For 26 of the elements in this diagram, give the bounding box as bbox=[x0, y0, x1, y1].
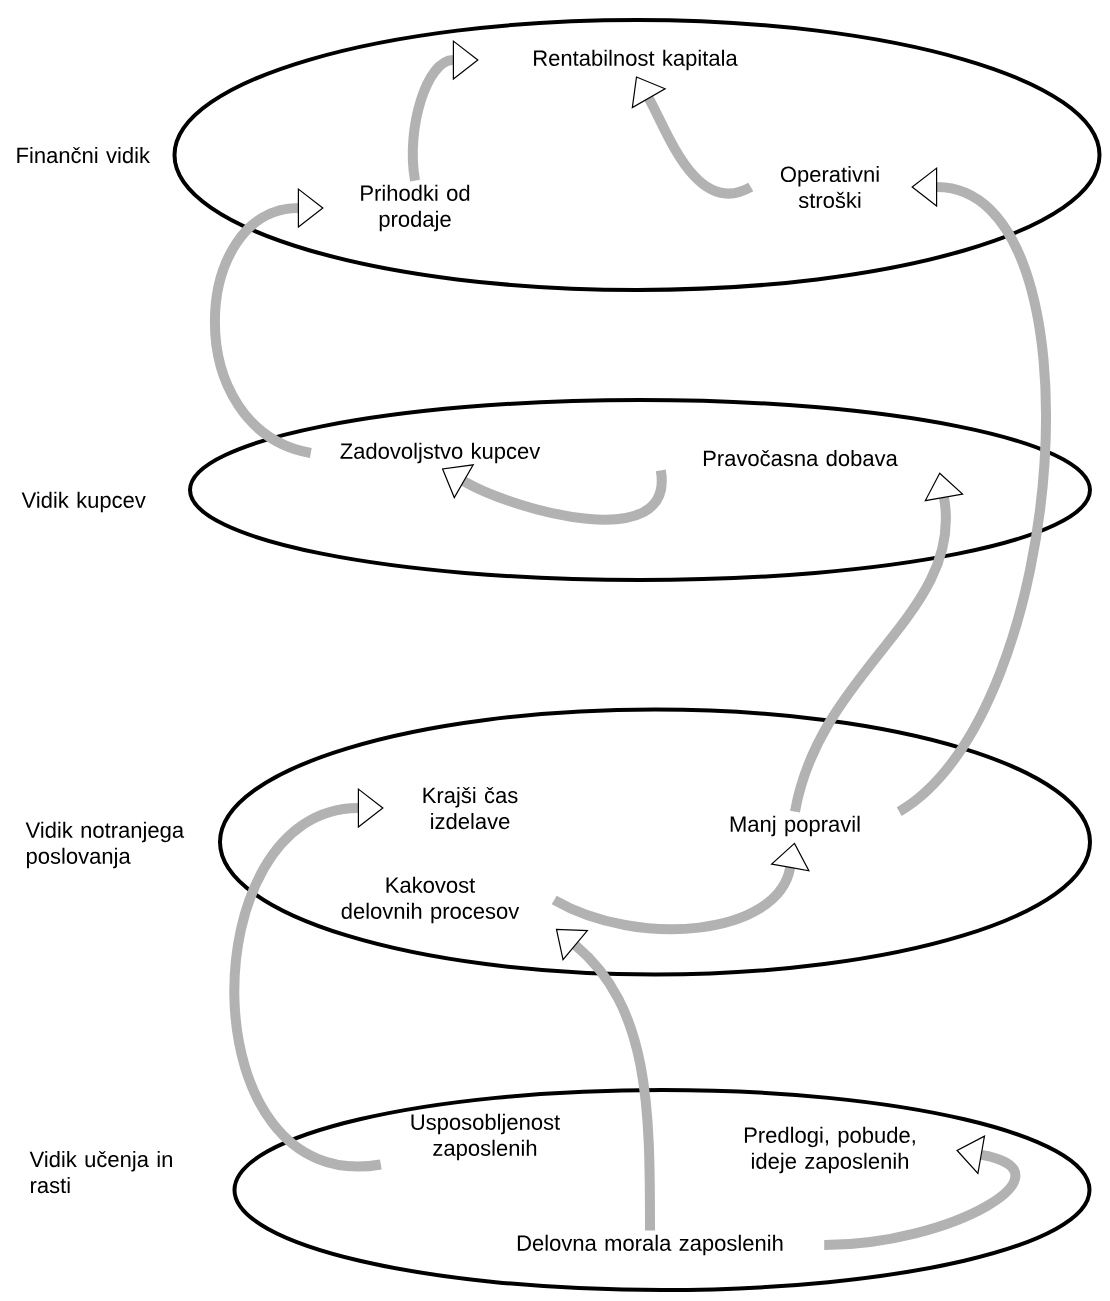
measure-label: Operativni stroški bbox=[780, 165, 879, 209]
curved-arrow bbox=[407, 39, 479, 182]
perspective-label: Vidik učenja in rasti bbox=[29, 1150, 172, 1194]
perspective-label: Vidik notranjega poslovanja bbox=[25, 821, 185, 869]
measure-label: Kakovost delovnih procesov bbox=[341, 876, 520, 924]
measure-label: Manj popravil bbox=[730, 815, 860, 837]
curved-arrow bbox=[790, 472, 964, 813]
curved-arrow bbox=[210, 187, 324, 458]
measure-label: Pravočasna dobava bbox=[703, 449, 898, 467]
measure-label: Delovna morala zaposlenih bbox=[517, 1234, 783, 1256]
measure-label: Krajši čas izdelave bbox=[423, 786, 518, 830]
curved-arrow bbox=[555, 928, 655, 1231]
measure-label: Usposobljenost zaposlenih bbox=[411, 1113, 560, 1161]
measure-label: Predlogi, pobude, ideje zaposlenih bbox=[744, 1126, 915, 1174]
perspective-label: Finančni vidik bbox=[17, 146, 151, 164]
ellipse-band bbox=[232, 1088, 1092, 1292]
curved-arrow bbox=[229, 787, 384, 1170]
measure-label: Zadovoljstvo kupcev bbox=[340, 442, 541, 464]
curved-arrow bbox=[823, 1135, 1020, 1250]
ellipse-band bbox=[188, 398, 1092, 582]
curved-arrow bbox=[552, 842, 810, 935]
ellipse-band bbox=[172, 18, 1102, 292]
measure-label: Prihodki od prodaje bbox=[361, 184, 470, 232]
perspective-label: Vidik kupcev bbox=[21, 491, 146, 513]
ellipse-band bbox=[218, 707, 1092, 977]
measure-label: Rentabilnost kapitala bbox=[534, 49, 738, 71]
